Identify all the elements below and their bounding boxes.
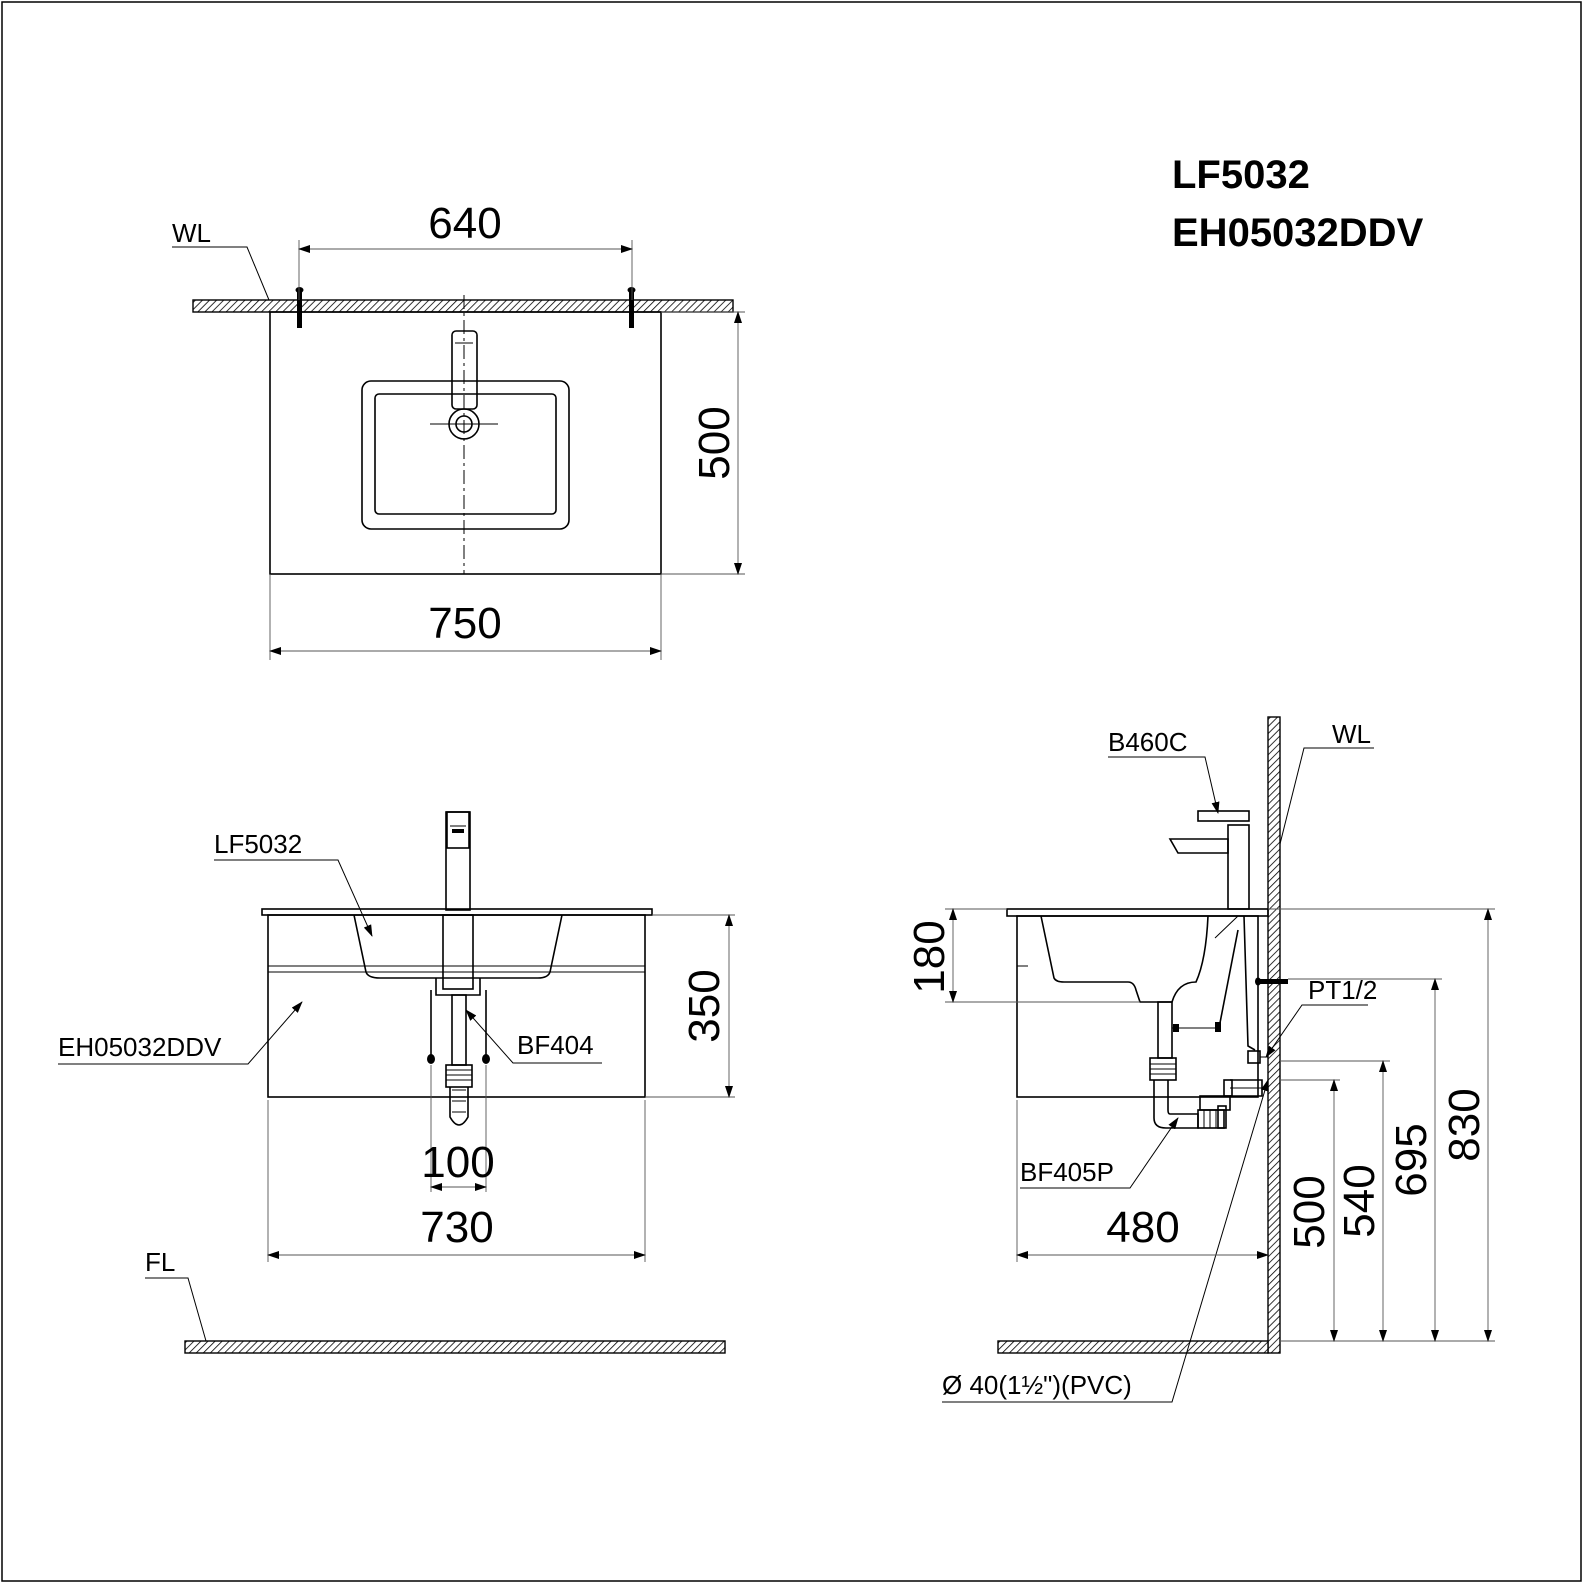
dim-750: 750: [428, 599, 501, 648]
dim-100: 100: [421, 1138, 494, 1187]
side-view: WL B460C: [905, 716, 1495, 1403]
front-view-cabinet-label: EH05032DDV: [58, 1032, 222, 1062]
side-view-trap-label: BF405P: [1020, 1157, 1114, 1187]
top-view-wall-label: WL: [172, 218, 211, 248]
side-view-pipe-label: Ø 40(1½")(PVC): [942, 1370, 1132, 1400]
side-view-wall-label: WL: [1332, 719, 1371, 749]
top-view: WL 640 500: [172, 199, 745, 660]
front-view-drain-label: BF404: [517, 1030, 594, 1060]
side-view-faucet: [1168, 810, 1250, 910]
side-view-floor: [997, 1340, 1269, 1354]
dim-730: 730: [420, 1203, 493, 1252]
floor-label: FL: [145, 1247, 175, 1277]
side-view-trap: [1149, 1001, 1268, 1129]
dim-500-top: 500: [690, 406, 739, 479]
side-view-wall: [1267, 716, 1281, 1354]
side-view-cabinet: [1016, 915, 1259, 1098]
side-view-anchor-bolt: [1255, 977, 1288, 986]
front-view-floor: [184, 1340, 726, 1354]
title-block: LF5032 EH05032DDV: [1172, 153, 1424, 255]
dim-640: 640: [428, 199, 501, 248]
side-view-basin: [1040, 915, 1209, 1003]
front-view-drain: [427, 914, 490, 1126]
title-model-basin: LF5032: [1172, 153, 1310, 197]
dim-830: 830: [1440, 1088, 1489, 1161]
dim-540: 540: [1335, 1164, 1384, 1237]
dim-350: 350: [680, 969, 729, 1042]
dim-695: 695: [1387, 1123, 1436, 1196]
dim-480: 480: [1106, 1203, 1179, 1252]
front-view-basin-label: LF5032: [214, 829, 302, 859]
side-view-supply-label: PT1/2: [1308, 975, 1377, 1005]
front-view-basin: [353, 914, 563, 979]
mounting-bolt-right: [627, 287, 636, 328]
dim-500-side: 500: [1285, 1175, 1334, 1248]
title-model-cabinet: EH05032DDV: [1172, 211, 1424, 255]
front-view: LF5032 EH05032DDV BF404 350 100 730 FL: [58, 811, 735, 1354]
top-view-basin-inner: [374, 393, 557, 515]
top-view-basin-outer: [361, 380, 570, 530]
mounting-bolt-left: [295, 287, 304, 328]
front-view-faucet: [445, 811, 471, 911]
top-view-wall: [192, 299, 734, 313]
top-view-countertop: [269, 311, 662, 575]
side-view-faucet-label: B460C: [1108, 727, 1188, 757]
side-view-countertop: [1006, 908, 1269, 917]
dim-180: 180: [905, 920, 954, 993]
